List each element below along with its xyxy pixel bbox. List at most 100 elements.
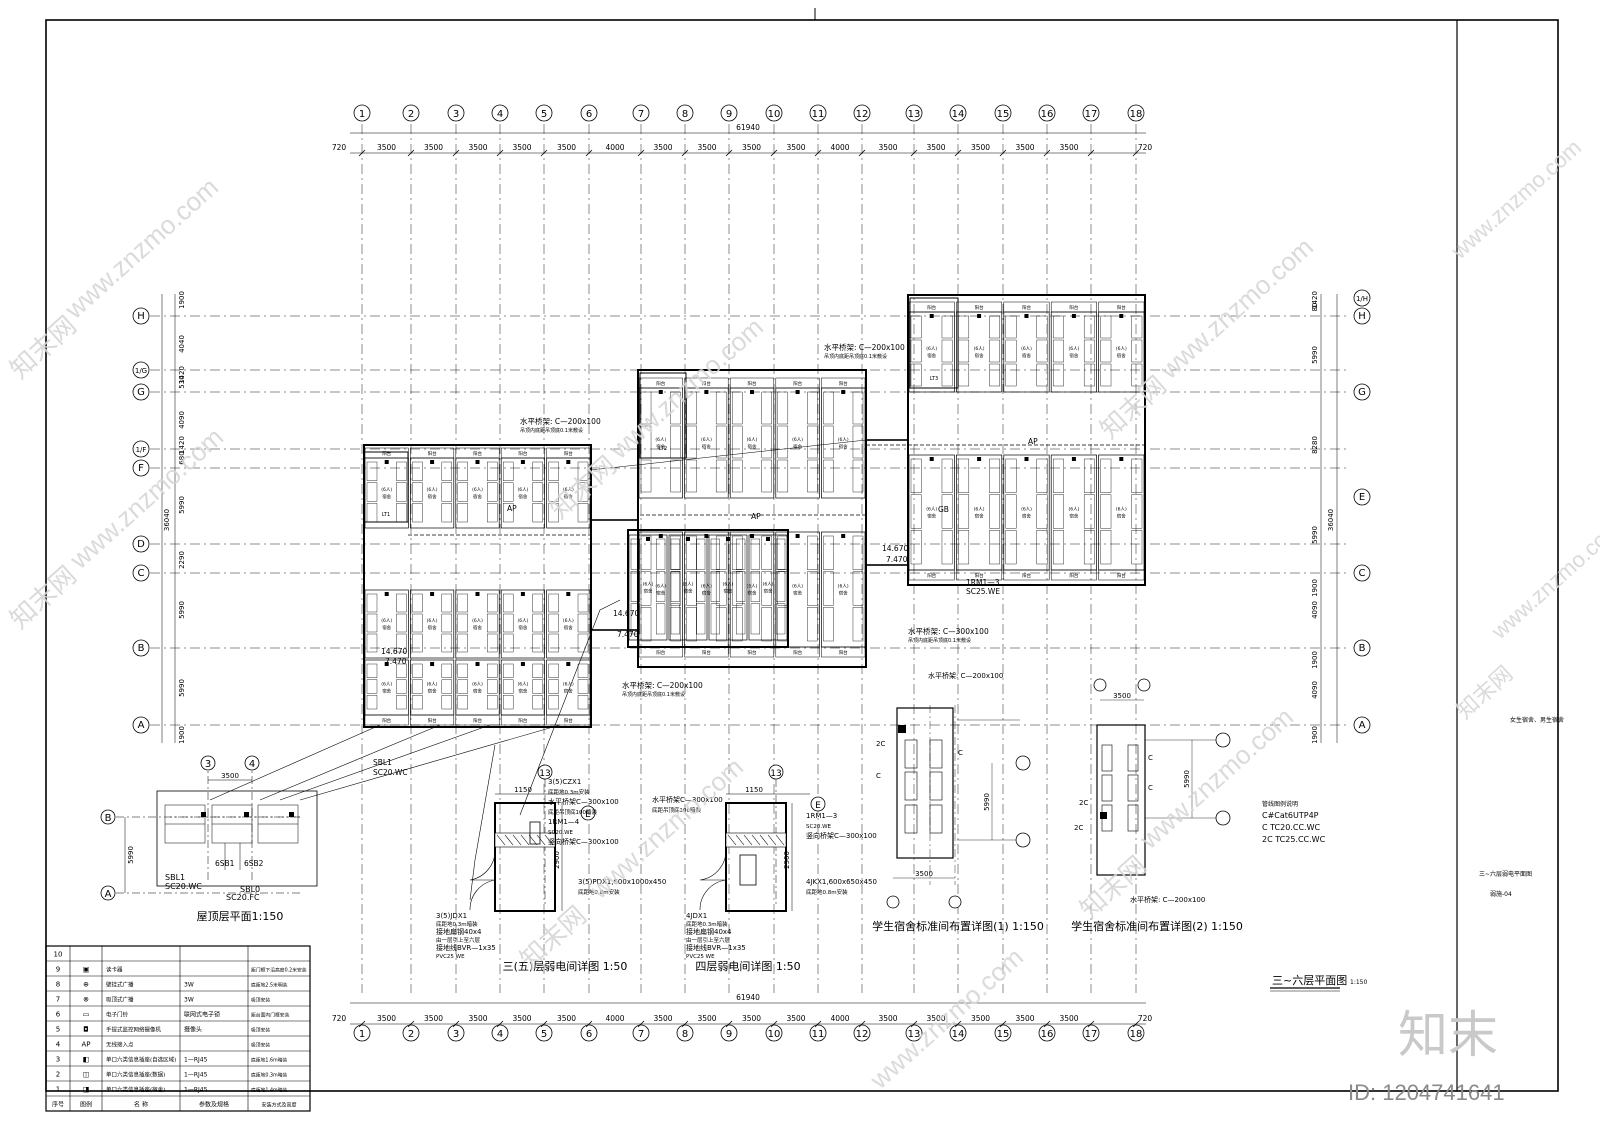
legend-no: 8 [56, 981, 60, 989]
dorm-room [628, 534, 668, 641]
row-letter-left: A [138, 720, 145, 731]
balcony-label: 阳台 [748, 380, 757, 387]
bed [958, 530, 970, 565]
dim-span: 3500 [1059, 1014, 1078, 1023]
bed [577, 633, 589, 653]
svg-text:知末网: 知末网 [1094, 370, 1172, 444]
bed [366, 482, 378, 502]
row-letter-left: D [137, 539, 145, 550]
bed [1100, 530, 1112, 565]
dim-tick [358, 1020, 366, 1028]
detail-label: 由一层引上至六层 [686, 936, 731, 944]
bed [503, 633, 514, 653]
room-label: (6人) [517, 682, 528, 688]
room-label: 宿舍 [839, 590, 848, 597]
room-label: 宿舍 [564, 624, 573, 631]
legend-name: 壁挂式广播 [106, 981, 134, 989]
roof-sb1: 6SB1 [215, 859, 235, 868]
dim-tick [540, 149, 548, 157]
bed [396, 461, 407, 481]
bed [1052, 494, 1064, 529]
dim-tick [954, 1020, 962, 1028]
legend-note: 底距地0.3m暗装 [251, 1072, 287, 1079]
dorm-room [546, 659, 591, 716]
bed [732, 459, 743, 493]
grid-bubble [491, 104, 509, 122]
bed [670, 391, 681, 425]
dorm-room [821, 531, 866, 648]
balcony [908, 569, 955, 581]
outlet [430, 662, 435, 666]
bed [396, 663, 407, 678]
grid-bubble [535, 1024, 553, 1042]
bed [761, 607, 773, 642]
row-bubble-left [132, 361, 150, 379]
dim-tick [999, 1020, 1007, 1028]
detail-label: PVC25 WE [686, 954, 715, 960]
bed [710, 538, 721, 570]
bed [548, 593, 559, 613]
bed [910, 530, 922, 565]
balcony-label: 阳台 [382, 450, 391, 457]
grid-bubble [1127, 1024, 1145, 1042]
row-bubble-right [1353, 289, 1371, 307]
row-letter-left: H [137, 311, 145, 322]
grid-number: 9 [726, 109, 732, 120]
dim-span: 3500 [786, 143, 805, 152]
bed [1036, 315, 1048, 339]
bed [670, 535, 681, 570]
bed [670, 538, 681, 570]
bed [958, 339, 970, 363]
dorm-room [775, 387, 820, 499]
bed [807, 459, 818, 493]
outlet [795, 534, 800, 538]
bed [1083, 363, 1095, 387]
legend-symbol: ⊕ [83, 981, 89, 989]
column-grid: 1122334455667788991010111112121313141415… [353, 104, 1145, 1042]
bed [1100, 494, 1112, 529]
legend-header: 名 称 [134, 1101, 148, 1109]
detail-label: 4JDX1 [686, 912, 707, 920]
mount-note-low: 吊顶内底距吊顶底0.1米敷设 [622, 691, 685, 698]
bed [532, 633, 543, 653]
room-label: 宿舍 [1069, 513, 1078, 520]
dorm-room [1098, 311, 1145, 393]
legend-header: 图例 [80, 1101, 92, 1109]
dim-right: 1900 [1311, 651, 1319, 669]
bed [989, 363, 1001, 387]
plan-annotations: 水平桥架: C—200x100 吊顶内底距吊顶底0.1米敷设 水平桥架: C—2… [373, 342, 1038, 777]
grid-number: 10 [768, 109, 781, 120]
bed [441, 461, 453, 481]
dim-tick [858, 1020, 866, 1028]
bed [457, 593, 468, 613]
dim-tick [1087, 149, 1095, 157]
room-label: (6人) [427, 618, 438, 624]
detail-label: 水平桥架C—300x100 [652, 795, 723, 804]
outlet [795, 390, 800, 394]
detail-label: 底距吊顶底100暗装 [548, 808, 597, 816]
detail-label: 竖向桥架C—300x100 [548, 837, 619, 846]
dim-tick [1132, 149, 1140, 157]
balcony [821, 377, 866, 389]
balcony [410, 447, 455, 459]
bed [577, 679, 589, 694]
sbl1-label: SBL1 [373, 758, 392, 767]
room-label: 宿舍 [927, 513, 936, 520]
bed [1005, 315, 1017, 339]
room-label: 宿舍 [748, 443, 757, 450]
bed [441, 663, 453, 678]
dorm-room [1003, 311, 1050, 393]
balcony-label: 阳台 [1069, 572, 1078, 579]
legend-spec: 摄像头 [184, 1026, 202, 1034]
detail-label: 3(5)CZX1 [548, 778, 581, 786]
dim-span: 3500 [971, 143, 990, 152]
svg-text:2C: 2C [876, 740, 885, 748]
room-label: 宿舍 [1022, 513, 1031, 520]
room-label: (6人) [655, 584, 666, 590]
bed [487, 593, 498, 613]
room-label: 宿舍 [748, 590, 757, 597]
bed [761, 535, 773, 570]
dim-span: 3500 [512, 1014, 531, 1023]
room-label: 宿舍 [644, 588, 653, 595]
row-bubble-left [132, 307, 150, 325]
